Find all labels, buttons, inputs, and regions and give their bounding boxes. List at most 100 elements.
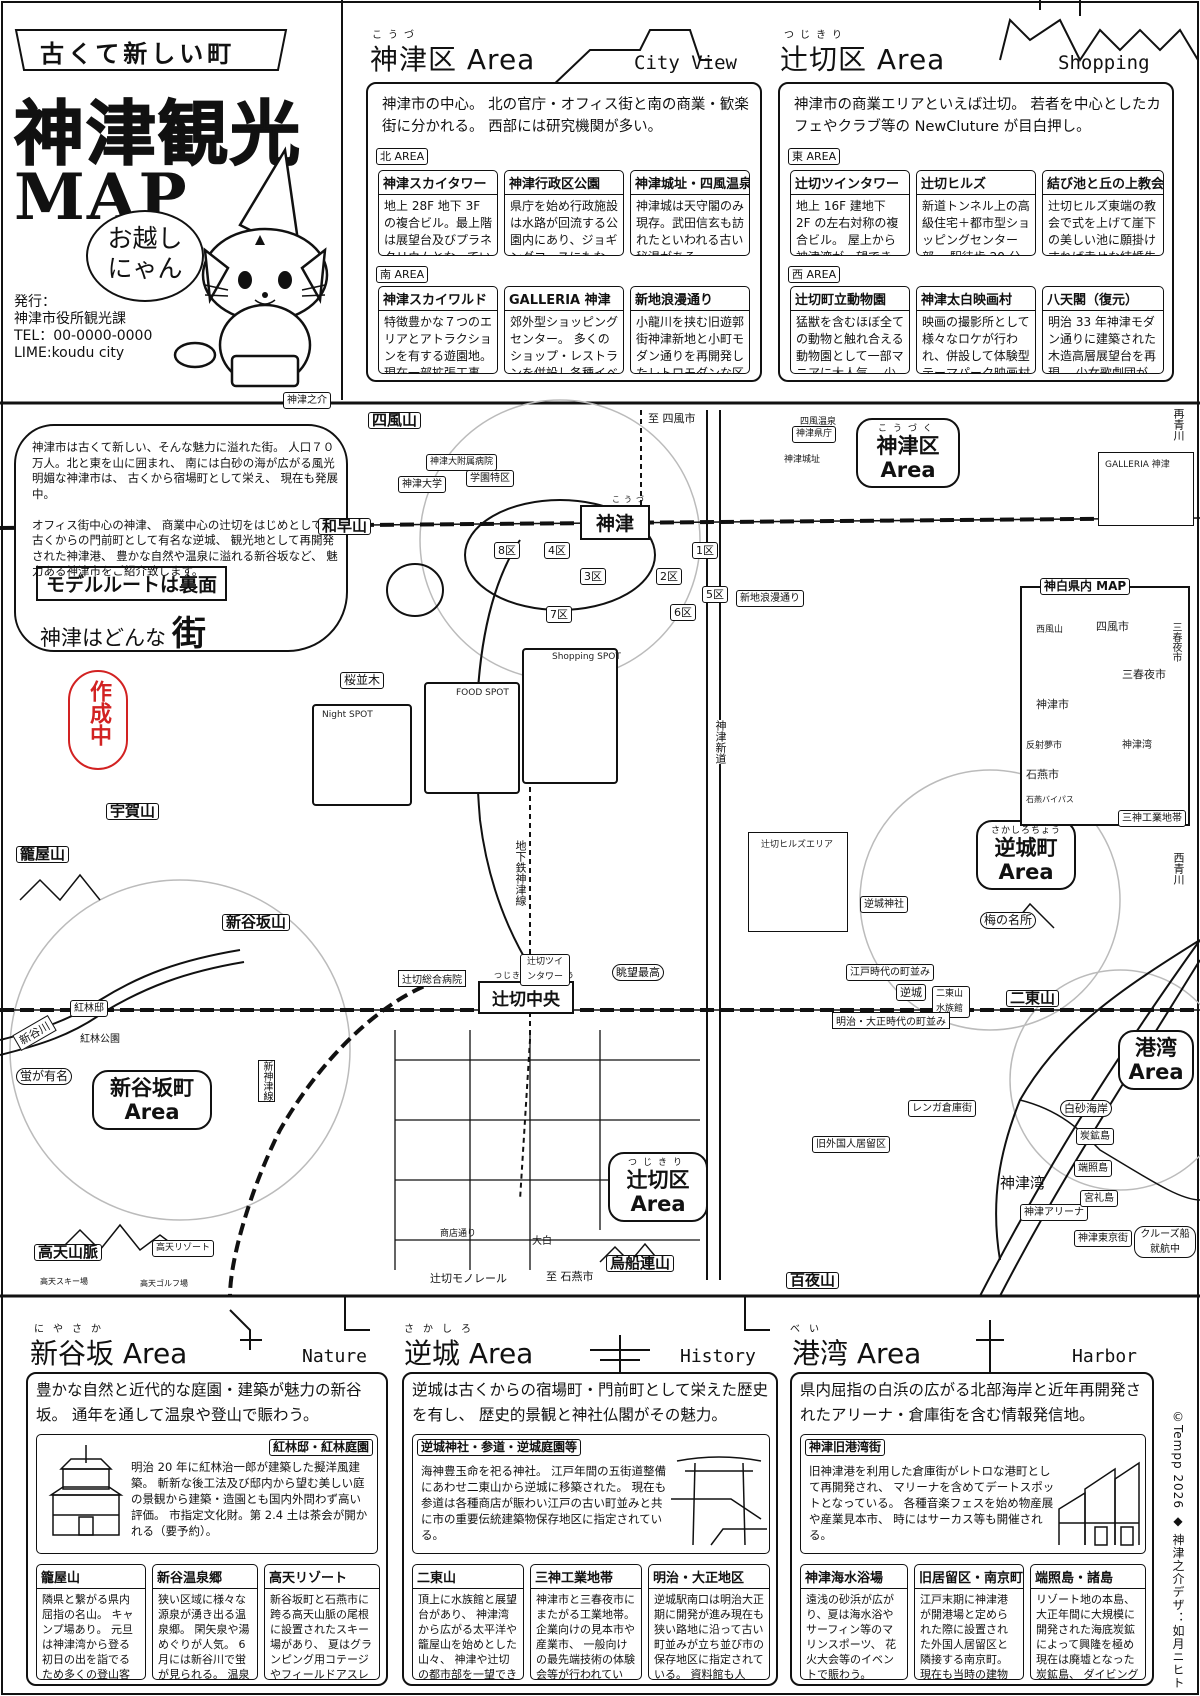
label-ski: 高天スキー場 [40, 1277, 88, 1286]
label-kurebayashi-park: 紅林公園 [80, 1034, 120, 1045]
label-castle: 神津城址 [784, 455, 821, 465]
kowan-cell-3: 端照島・諸島リゾート地の本島、 大正年間に大規模に開発された海底炭鉱によって興隆… [1030, 1564, 1146, 1680]
district-kowan: 港湾 Area [1118, 1030, 1194, 1090]
sakashiro-feature-body: 海神豊玉命を祀る神社。 江戸年間の五街道整備にあわせ二東山から逆城に移築された。… [421, 1464, 667, 1542]
sakashiro-cell-1: 二東山頂上に水族館と展望台があり、 神津湾から広がる太平洋や籠屋山を始めとした山… [412, 1564, 524, 1680]
label-subway: 地下鉄神津線 [512, 840, 528, 906]
label-tansho: 端照島 [1074, 1160, 1112, 1177]
niyasaka-title: 新谷坂 Area [30, 1337, 188, 1370]
label-brick: レンガ倉庫街 [908, 1100, 976, 1117]
tsujikiri-area-tag: Shopping [1058, 52, 1150, 74]
kowan-cell-2: 旧居留区・南京町江戸末期に神津港が開港場と定められた際に設置された外国人居留区と… [914, 1564, 1024, 1680]
kouzu-cell-5: GALLERIA 神津郊外型ショッピングセンター。 多くのショップ・レストランを… [504, 286, 624, 374]
town-char: 街 [172, 614, 206, 654]
mountain-kagoya: 籠屋山 [16, 846, 70, 863]
zone-4: 4区 [544, 542, 570, 559]
sakashiro-desc: 逆城は古くからの宿場町・門前町として栄えた歴史を有し、 歴史的景観と神社仏閣がそ… [412, 1381, 769, 1424]
sakashiro-tag: History [680, 1346, 756, 1367]
kowan-ruby: べい [790, 1324, 828, 1335]
mascot-tag: 神津之介 [283, 392, 331, 409]
sakashiro-cell-2: 三神工業地帯神津市と三春夜市にまたがる工業地帯。 企業向けの見本市や産業市、 一… [530, 1564, 642, 1680]
label-kurebayashi: 紅林邸 [70, 1000, 108, 1017]
district-sakashiro: さかしろちょう 逆城町 Area [976, 820, 1076, 890]
zone-6: 6区 [670, 604, 696, 621]
label-arena: 神津アリーナ [1020, 1204, 1088, 1221]
district-niyasaka: 新谷坂町 Area [92, 1070, 212, 1130]
label-pref-office: 神津県庁 [792, 426, 837, 443]
torii-gate-icon [671, 1456, 767, 1546]
kowan-panel: 県内屈指の白浜の広がる北部海岸と近年再開発されたアリーナ・倉庫街を含む情報発信地… [790, 1372, 1154, 1686]
station-kouzu-ruby: こうづ [612, 495, 648, 504]
kouzu-area-tag: City View [634, 52, 737, 74]
kowan-desc: 県内屈指の白浜の広がる北部海岸と近年再開発されたアリーナ・倉庫街を含む情報発信地… [800, 1381, 1142, 1424]
credit: ©Tempp 2026 ◆ 神津之介デザ：如月ニヒト [1171, 1410, 1185, 1690]
tsujikiri-area-ruby: つじきり [784, 30, 848, 41]
river-saisei: 再青川 [1172, 408, 1185, 441]
kowan-title: 港湾 Area [792, 1337, 922, 1370]
label-monorail: 辻切モノレール [430, 1272, 507, 1285]
district-tsujikiri: つじきり 辻切区 Area [608, 1152, 708, 1222]
kowan-feature-title: 神津旧港湾街 [805, 1439, 886, 1456]
bubble-line-1: お越し [107, 224, 183, 253]
tsujikiri-area-title: 辻切区 Area [780, 43, 946, 76]
label-to-sekien: 至 石燕市 [546, 1270, 594, 1283]
niyasaka-cell-1: 籠屋山隣県と繋がる県内屈指の名山。 キャンプ場あり。 元旦は神津湾から登る初日の… [36, 1564, 146, 1680]
label-hospital: 辻切総合病院 [398, 970, 466, 987]
page-title: 神津観光 [13, 92, 302, 176]
station-kouzu[interactable]: 神津 [580, 505, 651, 540]
map-intro-box: 神津市は古くて新しい、そんな魅力に溢れた街。 人口７０万人。北と東を山に囲まれ、… [14, 424, 348, 654]
kouzu-area-title: 神津区 Area [370, 43, 536, 76]
warehouse-icon [1058, 1461, 1140, 1546]
north-area-label: 北 AREA [376, 148, 429, 165]
galleria-box: GALLERIA 神津 [1098, 452, 1194, 526]
label-shinchi: 新地浪漫通り [736, 590, 804, 607]
east-area-label: 東 AREA [788, 148, 841, 165]
zone-1: 1区 [692, 542, 718, 559]
label-golf: 高天ゴルフ場 [140, 1279, 188, 1288]
label-to-shifu: 至 四風市 [648, 412, 696, 425]
speech-bubble: お越し にゃん [86, 210, 204, 302]
kowan-cell-1: 神津海水浴場遠浅の砂浜が広がり、夏は海水浴やサーフィン等のマリンスポーツ、 花火… [800, 1564, 908, 1680]
tsujikiri-area-desc: 神津市の商業エリアといえば辻切。 若者を中心としたカフェやクラブ等の NewCl… [794, 97, 1161, 135]
publisher-label: 発行： [14, 294, 56, 310]
label-foreign: 旧外国人居留区 [812, 1136, 890, 1153]
west-area-label: 西 AREA [788, 266, 841, 283]
label-univ: 神津大学 [398, 476, 446, 493]
zone-7: 7区 [546, 606, 572, 623]
kowan-feature-body: 旧神津港を利用した倉庫街がレトロな港町として再開発され、 マリーナを含めてデート… [809, 1464, 1055, 1542]
tagline: 古くて新しい町 [40, 40, 236, 68]
label-view: 眺望最高 [612, 964, 664, 981]
kennai-map-title: 神白県内 MAP [1040, 578, 1131, 595]
label-twin-tower: 辻切ツインタワー [520, 954, 570, 986]
label-tanko: 炭鉱島 [1076, 1128, 1114, 1145]
niyasaka-desc: 豊かな自然と近代的な庭園・建築が魅力の新谷坂。 通年を通して温泉や登山で賑わう。 [36, 1381, 362, 1424]
kowan-feature: 神津旧港湾街 旧神津港を利用した倉庫街がレトロな港町として再開発され、 マリーナ… [800, 1434, 1146, 1554]
kowan-tag: Harbor [1072, 1346, 1138, 1367]
district-kouzu: こうづく 神津区 Area [856, 418, 960, 488]
kouzu-cell-2: 神津行政区公園県庁を始め行政施設は水路が回流する公園内にあり、ジョギングコースに… [504, 170, 624, 256]
kouzu-cell-6: 新地浪漫通り小龍川を挟む旧遊郭街神津新地と小町モダン通りを再開発したレトロモダン… [630, 286, 750, 374]
zone-5: 5区 [702, 586, 728, 603]
hills-area-box: 辻切ヒルズエリア [748, 832, 848, 932]
zone-2: 2区 [656, 568, 682, 585]
niyasaka-feature-body: 明治 20 年に紅林治一郎が建築した擬洋風建築。 斬新な後工法及び邸内から望む美… [131, 1460, 368, 1538]
mountain-takama: 高天山脈 [34, 1244, 103, 1261]
kouzu-cell-3: 神津城址・四風温泉神津城は天守閣のみ現存。武田信玄も訪れたといわれる古い秘湯があ… [630, 170, 750, 256]
label-univ-hospital: 神津大附属病院 [426, 454, 498, 471]
publisher-tel: TEL：00-0000-0000 [14, 328, 153, 344]
kurebayashi-house-icon [48, 1445, 124, 1536]
mountain-niyasaka: 新谷坂山 [222, 914, 291, 931]
kennai-map[interactable]: 神白県内 MAP 西風山 四風市 三春夜市 三春夜市 神津市 神津湾 反射夢市 … [1020, 578, 1190, 826]
label-hotaru: 蛍が有名 [16, 1068, 73, 1085]
tsujikiri-cell-5: 神津太白映画村映画の撮影所として様々なロケが行われ、併設して体験型テーマパーク映… [916, 286, 1036, 374]
tsujikiri-cell-4: 辻切町立動物園猛獣を含むほぼ全ての動物と触れ合える動物園として一部マニアに大人気… [790, 286, 910, 374]
label-taihaku: 大白 [532, 1236, 552, 1247]
mountain-nitou: 二東山 [1006, 990, 1060, 1007]
zone-8: 8区 [494, 542, 520, 559]
label-meiji: 明治・大正時代の町並み [832, 1012, 950, 1029]
station-tsujikiri[interactable]: 辻切中央 [478, 981, 574, 1014]
label-sanshin: 三神工業地帯 [1118, 810, 1186, 827]
label-tokyo: 神津東京街 [1074, 1230, 1132, 1247]
